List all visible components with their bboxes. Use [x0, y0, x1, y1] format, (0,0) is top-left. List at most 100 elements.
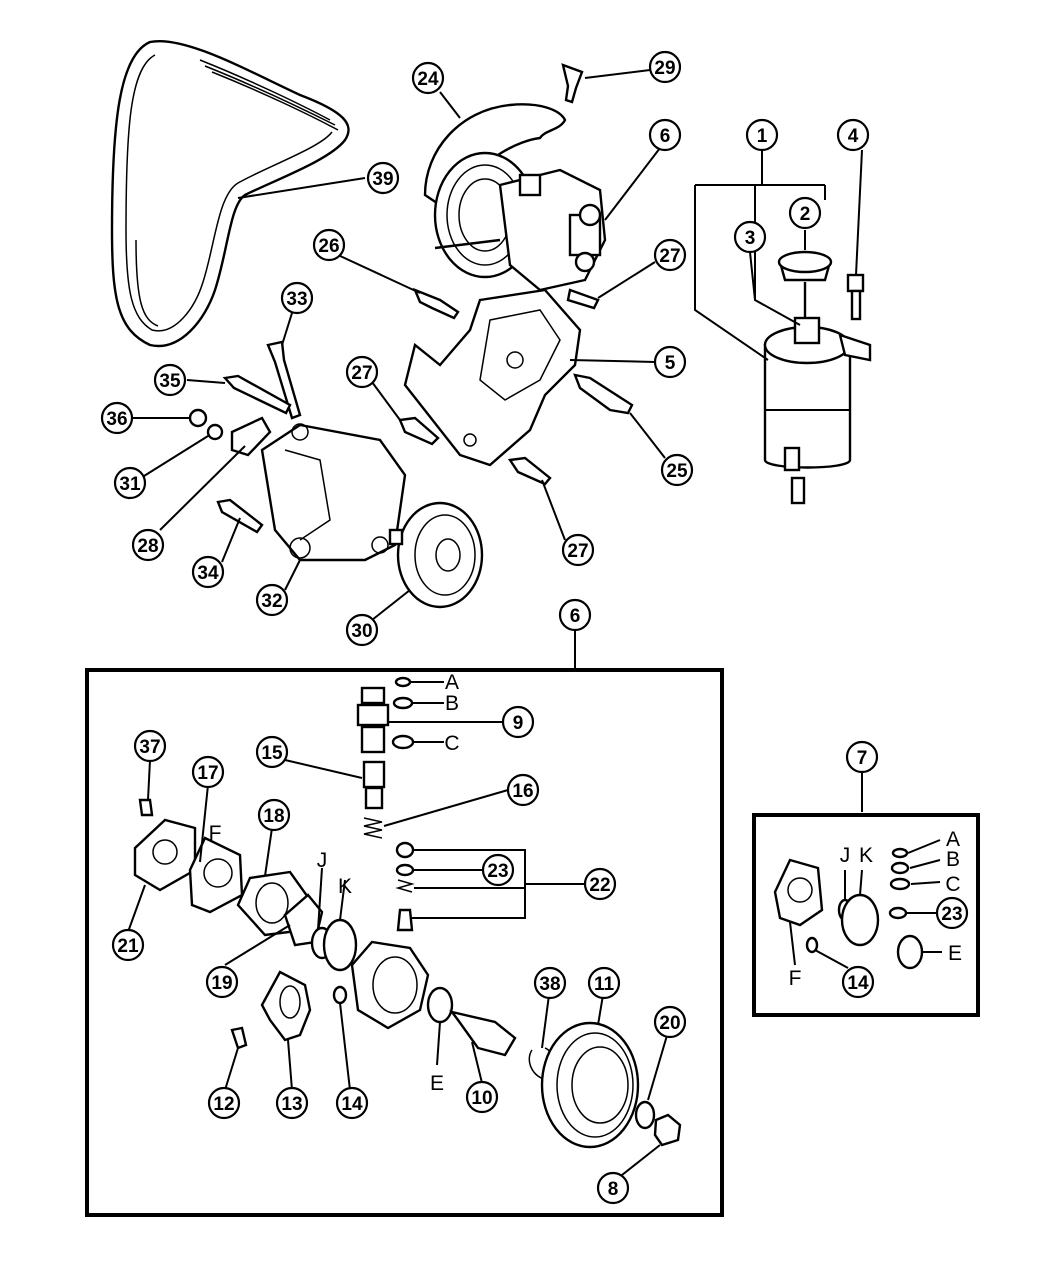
serpentine-belt	[110, 39, 350, 348]
svg-text:27: 27	[659, 246, 680, 267]
svg-text:19: 19	[211, 973, 232, 994]
callout-19: 19	[205, 965, 239, 999]
reservoir-bolt	[846, 273, 865, 321]
callout-13: 13	[275, 1086, 309, 1120]
letter-labels: A B C F J K E A B C F J K E	[209, 671, 962, 1095]
svg-text:24: 24	[417, 69, 439, 90]
letter-J-box1: J	[317, 849, 328, 872]
callout-14-box1: 14	[335, 1086, 369, 1120]
seal-kit-box	[752, 813, 980, 1017]
letter-F-box2: F	[789, 967, 802, 990]
callout-30: 30	[345, 613, 379, 647]
letter-B-box2: B	[946, 848, 960, 871]
letter-B-box1: B	[445, 692, 459, 715]
callout-26: 26	[312, 228, 346, 262]
svg-text:7: 7	[857, 748, 868, 769]
letter-A-box2: A	[946, 828, 960, 851]
callout-3: 3	[733, 220, 767, 254]
pump-exploded-parts	[133, 676, 682, 1149]
callout-36: 36	[100, 401, 134, 435]
svg-text:2: 2	[800, 204, 811, 225]
callout-circles: 1 2 3 4 5 6 6 7 8 9 10 11 12 13 14 14 15…	[100, 50, 969, 1205]
svg-text:33: 33	[286, 289, 307, 310]
callout-34: 34	[191, 555, 225, 589]
letter-A-box1: A	[445, 671, 459, 694]
svg-text:16: 16	[512, 781, 533, 802]
callout-35: 35	[153, 363, 187, 397]
callout-21: 21	[111, 928, 145, 962]
callout-1: 1	[745, 118, 779, 152]
bolts-top	[188, 63, 634, 534]
pump-exploded-box	[85, 668, 724, 1217]
callout-6-top: 6	[648, 118, 682, 152]
svg-text:30: 30	[351, 621, 372, 642]
svg-text:29: 29	[654, 58, 675, 79]
svg-text:28: 28	[137, 536, 158, 557]
callout-23-box2: 23	[935, 896, 969, 930]
svg-text:6: 6	[660, 126, 671, 147]
svg-text:31: 31	[119, 474, 141, 495]
callout-12: 12	[207, 1086, 241, 1120]
power-steering-pump-top	[433, 151, 607, 292]
svg-text:21: 21	[117, 936, 139, 957]
callout-37: 37	[133, 729, 167, 763]
svg-text:13: 13	[281, 1094, 302, 1115]
mounting-bracket	[260, 423, 407, 562]
letter-K-box1: K	[338, 875, 352, 898]
svg-text:23: 23	[941, 904, 962, 925]
seal-kit-parts	[773, 847, 924, 970]
svg-text:34: 34	[197, 563, 219, 584]
svg-text:37: 37	[139, 737, 160, 758]
letter-E-box2: E	[948, 942, 962, 965]
letter-F-box1: F	[209, 822, 222, 845]
callout-29: 29	[648, 50, 682, 84]
callout-38: 38	[533, 966, 567, 1000]
callout-27-right: 27	[653, 238, 687, 272]
callout-20: 20	[653, 1005, 687, 1039]
svg-text:32: 32	[261, 591, 282, 612]
callout-39: 39	[366, 161, 400, 195]
svg-text:14: 14	[341, 1094, 363, 1115]
svg-text:27: 27	[351, 363, 372, 384]
svg-text:18: 18	[263, 806, 284, 827]
letter-K-box2: K	[859, 844, 873, 867]
callout-10: 10	[465, 1080, 499, 1114]
svg-text:11: 11	[594, 974, 615, 995]
callout-28: 28	[131, 528, 165, 562]
svg-text:36: 36	[106, 409, 127, 430]
svg-text:35: 35	[159, 371, 181, 392]
callout-16: 16	[506, 773, 540, 807]
svg-text:38: 38	[539, 974, 560, 995]
callout-33: 33	[280, 281, 314, 315]
svg-text:8: 8	[608, 1179, 619, 1200]
svg-text:12: 12	[213, 1094, 234, 1115]
svg-text:14: 14	[847, 973, 869, 994]
callout-5: 5	[653, 345, 687, 379]
callout-14-box2: 14	[841, 965, 875, 999]
callout-27-bottom: 27	[561, 533, 595, 567]
svg-text:26: 26	[318, 236, 339, 257]
letter-E-box1: E	[430, 1072, 444, 1095]
svg-text:5: 5	[665, 353, 676, 374]
callout-15: 15	[255, 735, 289, 769]
callout-7: 7	[845, 740, 879, 774]
svg-text:23: 23	[487, 861, 508, 882]
svg-text:4: 4	[848, 126, 859, 147]
svg-text:22: 22	[589, 875, 610, 896]
callout-11: 11	[587, 966, 621, 1000]
svg-text:1: 1	[757, 126, 768, 147]
svg-text:3: 3	[745, 228, 756, 249]
svg-text:17: 17	[197, 763, 218, 784]
svg-text:39: 39	[372, 169, 393, 190]
callout-24: 24	[411, 61, 445, 95]
svg-text:10: 10	[471, 1088, 492, 1109]
callout-2: 2	[788, 196, 822, 230]
svg-text:27: 27	[567, 541, 588, 562]
small-bracket	[230, 416, 272, 457]
callout-27-left: 27	[345, 355, 379, 389]
svg-text:9: 9	[513, 713, 524, 734]
svg-text:25: 25	[666, 461, 688, 482]
letter-C-box2: C	[945, 873, 960, 896]
callout-22: 22	[583, 867, 617, 901]
